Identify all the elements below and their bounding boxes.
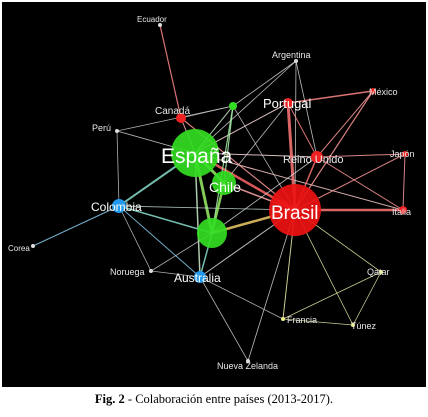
node-espana bbox=[171, 129, 219, 177]
edge-brasil-nueva_zelanda bbox=[247, 209, 296, 362]
edge-australia-nueva_zelanda bbox=[199, 276, 249, 362]
node-qatar bbox=[379, 270, 383, 274]
node-mexico bbox=[370, 88, 376, 94]
edge-green_hub-colombia bbox=[118, 205, 213, 234]
edge-australia-francia bbox=[199, 276, 284, 320]
caption-text: - Colaboración entre países (2013-2017). bbox=[124, 392, 334, 406]
edge-green_small-peru bbox=[116, 105, 234, 132]
node-label-brasil: Brasil bbox=[271, 203, 319, 224]
node-peru bbox=[115, 129, 119, 133]
edge-brasil-colombia bbox=[118, 205, 296, 211]
node-tunez bbox=[351, 323, 355, 327]
node-label-italia: Italia bbox=[392, 207, 411, 217]
node-label-corea: Corea bbox=[8, 244, 30, 253]
figure-caption: Fig. 2 - Colaboración entre países (2013… bbox=[0, 392, 428, 407]
node-label-canada: Canadá bbox=[155, 106, 190, 117]
node-label-qatar: Qatar bbox=[367, 267, 390, 277]
edge-japon-italia bbox=[402, 153, 406, 211]
node-colombia bbox=[112, 199, 126, 213]
caption-prefix: Fig. 2 bbox=[94, 392, 125, 406]
node-label-portugal: Portugal bbox=[263, 96, 312, 111]
node-label-tunez: Túnez bbox=[351, 321, 377, 331]
node-label-noruega: Noruega bbox=[110, 267, 145, 277]
node-label-espana: España bbox=[161, 145, 233, 168]
node-label-japon: Japón bbox=[390, 149, 415, 159]
node-green-hub bbox=[197, 218, 227, 248]
edge-qatar-tunez bbox=[352, 271, 382, 326]
node-ecuador bbox=[158, 23, 162, 27]
node-chile bbox=[212, 171, 236, 195]
node-portugal bbox=[283, 98, 293, 108]
edge-portugal-mexico bbox=[287, 90, 374, 104]
edge-green_hub-green_small bbox=[211, 105, 234, 234]
edge-chile-green_small bbox=[223, 105, 234, 184]
node-nueva-zelanda bbox=[246, 359, 250, 363]
edge-francia-tunez bbox=[282, 318, 354, 326]
node-argentina bbox=[294, 59, 298, 63]
node-corea bbox=[31, 244, 35, 248]
node-label-ecuador: Ecuador bbox=[137, 15, 167, 24]
edge-argentina-reino_unido bbox=[295, 60, 318, 158]
node-reino-unido bbox=[311, 151, 323, 163]
edge-reino_unido-mexico bbox=[316, 90, 374, 158]
edge-chile-portugal bbox=[223, 102, 289, 184]
edge-espana-italia bbox=[194, 152, 404, 211]
node-label-peru: Perú bbox=[92, 123, 111, 133]
edge-colombia-noruega bbox=[118, 205, 152, 272]
edge-reino_unido-italia bbox=[316, 156, 404, 211]
node-green-small bbox=[229, 102, 237, 110]
node-label-mexico: México bbox=[369, 87, 398, 97]
edge-australia-noruega bbox=[150, 270, 201, 278]
node-canada bbox=[176, 113, 186, 123]
node-label-francia: Francia bbox=[287, 315, 317, 325]
node-label-australia: Australia bbox=[174, 271, 221, 285]
edge-canada-ecuador bbox=[159, 24, 182, 119]
node-label-colombia: Colombia bbox=[91, 200, 142, 214]
edge-reino_unido-japon bbox=[316, 153, 406, 158]
node-label-argentina: Argentina bbox=[272, 50, 311, 60]
edge-portugal-reino_unido bbox=[287, 102, 318, 158]
edge-qatar-francia bbox=[282, 271, 382, 320]
node-label-nueva-zelanda: Nueva Zelanda bbox=[217, 361, 278, 371]
node-japon bbox=[402, 151, 408, 157]
node-italia bbox=[399, 206, 407, 214]
edge-colombia-australia bbox=[118, 205, 201, 278]
node-brasil bbox=[269, 184, 321, 236]
node-label-reino-unido: Reino Unido bbox=[283, 154, 344, 166]
node-francia bbox=[281, 317, 285, 321]
edge-colombia-peru bbox=[116, 130, 120, 207]
edge-green_hub-reino_unido bbox=[211, 156, 318, 234]
node-label-chile: Chile bbox=[209, 179, 241, 195]
node-australia bbox=[194, 271, 206, 283]
edge-argentina-green_small bbox=[232, 60, 297, 107]
edge-colombia-corea bbox=[32, 205, 120, 247]
node-noruega bbox=[149, 269, 153, 273]
network-nodes bbox=[31, 23, 408, 363]
